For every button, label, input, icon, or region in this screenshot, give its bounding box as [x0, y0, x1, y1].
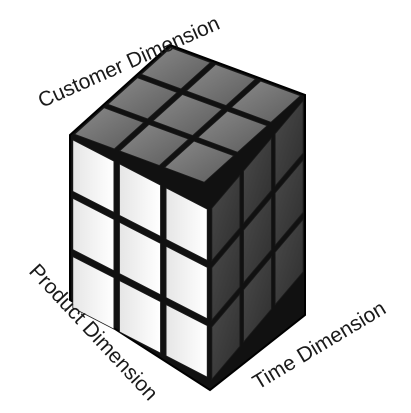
olap-cube-diagram: Customer Dimension Product Dimension Tim…	[0, 0, 411, 413]
